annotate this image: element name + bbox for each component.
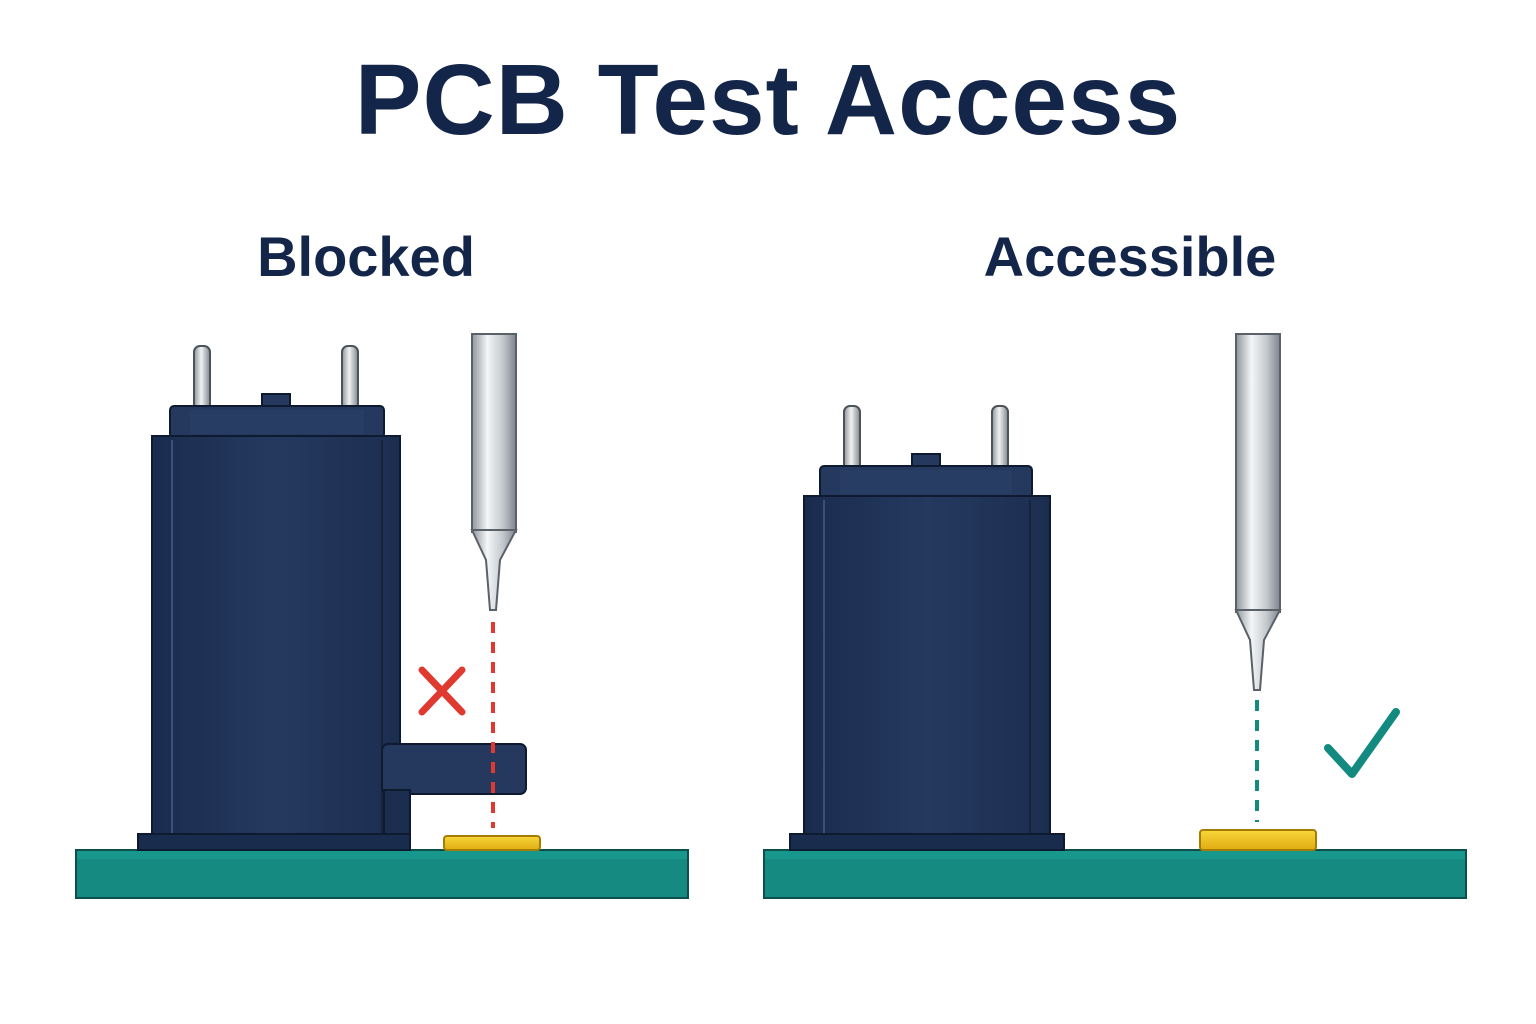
component-pin bbox=[193, 345, 211, 415]
test-probe bbox=[470, 333, 518, 611]
blocking-tab bbox=[381, 743, 527, 795]
blocked-panel-label: Blocked bbox=[257, 225, 475, 288]
component-pin bbox=[341, 345, 359, 415]
test-pad bbox=[1199, 829, 1317, 851]
component-pin bbox=[843, 405, 861, 475]
test-pad bbox=[443, 835, 541, 851]
accessible-panel-label: Accessible bbox=[983, 225, 1277, 288]
component bbox=[137, 345, 527, 851]
component-pin bbox=[991, 405, 1009, 475]
red-x-icon bbox=[418, 666, 466, 716]
page-title: PCB Test Access bbox=[354, 44, 1182, 156]
test-probe bbox=[1234, 333, 1282, 691]
accessible-panel bbox=[763, 333, 1467, 899]
blocked-panel bbox=[75, 333, 689, 899]
component bbox=[789, 405, 1065, 851]
teal-check-icon bbox=[1324, 708, 1400, 778]
